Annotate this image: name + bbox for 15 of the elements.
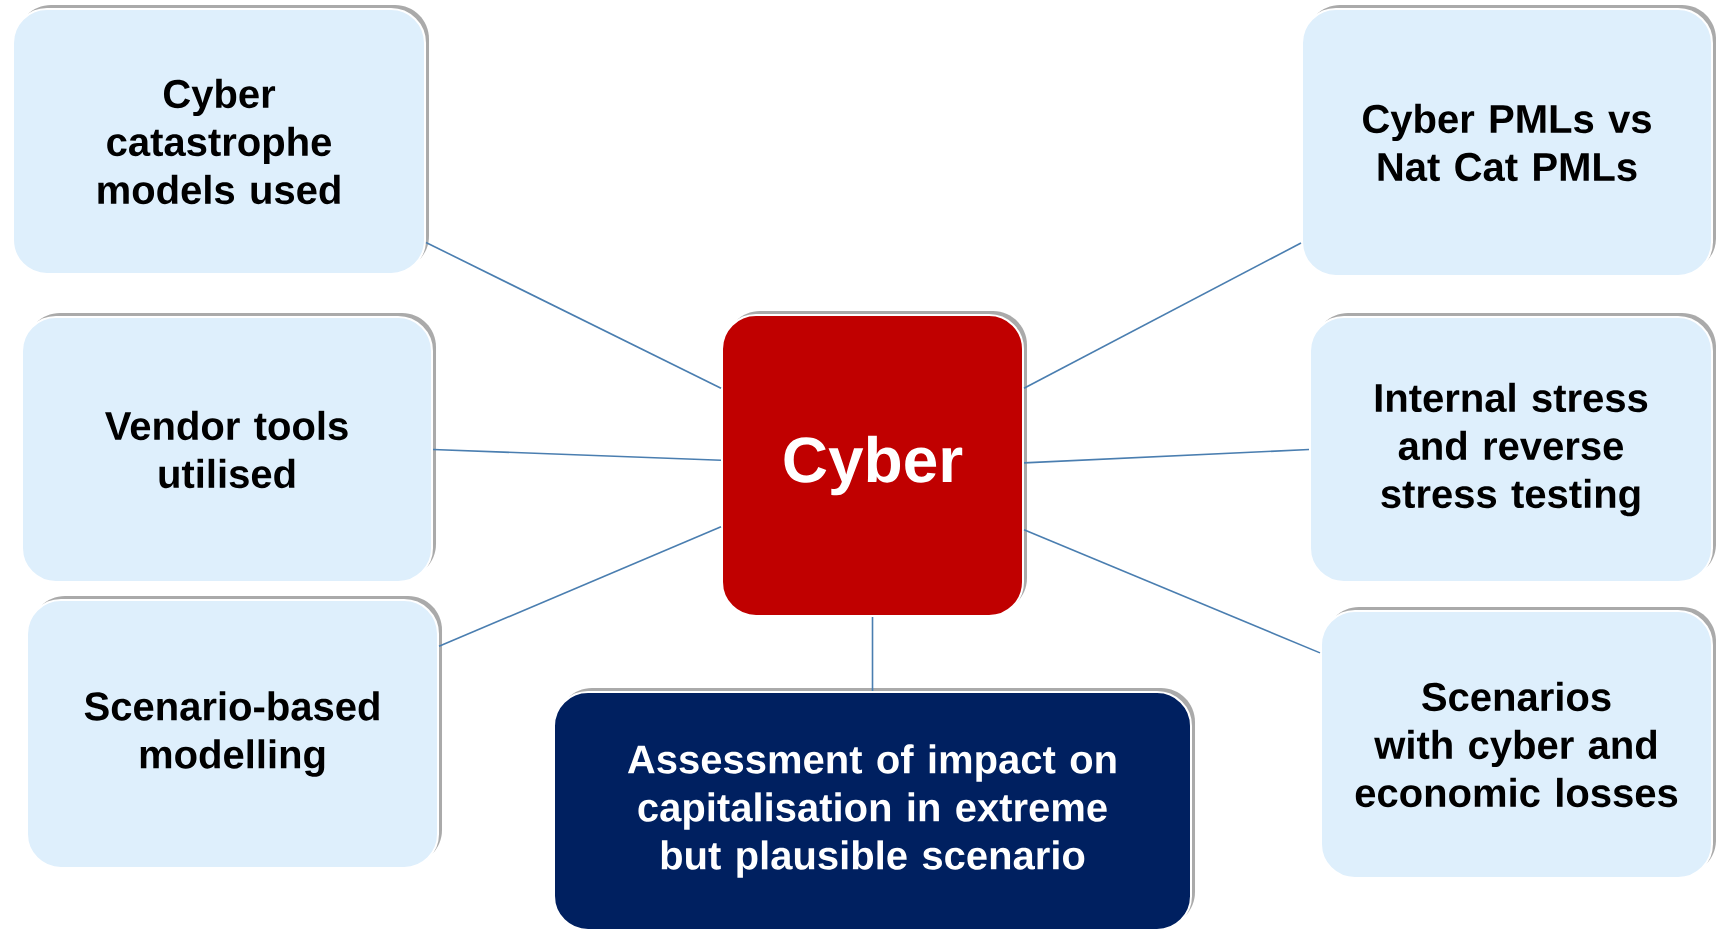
topic-box: Cyber PMLs vs Nat Cat PMLs — [1301, 5, 1716, 277]
topic-box: Cyber catastrophe models used — [12, 5, 429, 275]
hub-box: Cyber — [721, 311, 1027, 617]
topic-box: Scenario-based modelling — [26, 596, 442, 869]
connector-line — [1023, 448, 1310, 464]
topic-box: Internal stress and reverse stress testing — [1309, 313, 1716, 583]
connector-line — [438, 525, 722, 648]
connector-line — [1023, 242, 1302, 390]
connector-line — [425, 241, 722, 390]
result-box: Assessment of impact on capitalisation in extreme but plausible scenario — [553, 688, 1195, 931]
connector-line — [871, 616, 874, 692]
topic-box: Scenarios with cyber and economic losses — [1320, 607, 1716, 879]
connector-line — [1023, 529, 1321, 654]
connector-line — [432, 448, 722, 461]
topic-box: Vendor tools utilised — [21, 313, 436, 583]
